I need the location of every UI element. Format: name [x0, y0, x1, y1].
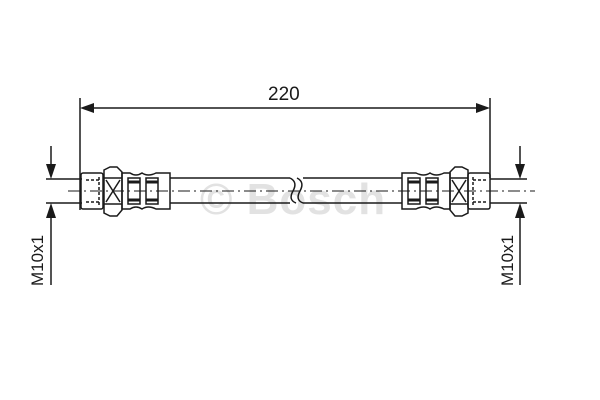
hose-body [170, 177, 402, 204]
watermark: © Bosch [200, 175, 387, 224]
left-thread-dimension [46, 146, 82, 285]
length-dimension-label: 220 [268, 84, 300, 105]
right-fitting [401, 166, 491, 217]
right-thread-dimension [490, 146, 527, 285]
left-fitting [80, 166, 171, 217]
length-dimension [79, 98, 491, 210]
